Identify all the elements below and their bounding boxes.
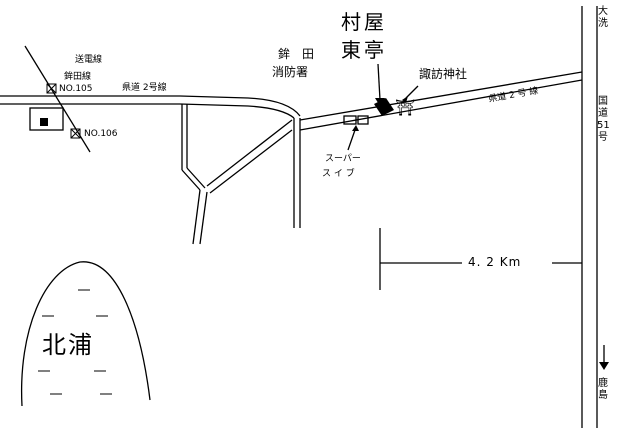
fork-road-c xyxy=(181,169,201,191)
restaurant-pointer-line xyxy=(377,63,381,101)
fork-road-e xyxy=(192,189,201,245)
building-window xyxy=(40,118,48,126)
building-left xyxy=(29,107,64,131)
shrine-label: 諏訪神社 xyxy=(419,67,468,81)
shrine-symbol-icon: ⛩ xyxy=(395,98,416,117)
pylon-106-label: NO.106 xyxy=(84,129,118,139)
power-line xyxy=(24,45,91,153)
road-right-top-edge xyxy=(299,71,583,121)
fork-road-d xyxy=(186,167,206,189)
supermarket-pointer-line xyxy=(347,129,356,151)
lake-label: 北浦 xyxy=(42,331,94,359)
distance-label: 4. 2 Km xyxy=(468,255,522,269)
supermarket-arrowhead xyxy=(352,125,359,131)
fire-station-building xyxy=(343,115,357,125)
route-51-label: 国道51号 xyxy=(597,96,610,143)
diagonal-road-lower-edge xyxy=(209,129,293,194)
destination-oarai: 大洗 xyxy=(598,6,608,29)
kashima-arrow-icon xyxy=(599,362,609,370)
road-curve-top-edge xyxy=(179,95,301,117)
lake-outline xyxy=(20,261,151,407)
road-right-bottom-edge xyxy=(299,79,583,131)
fork-road-f xyxy=(199,191,208,245)
supermarket-label-line1: スーパー xyxy=(325,154,361,164)
shrine-arrowhead xyxy=(402,96,408,103)
restaurant-name-line1: 村屋 xyxy=(341,10,387,34)
fire-station-label-line1: 鉾 田 xyxy=(278,47,315,61)
diagonal-road-upper-edge xyxy=(206,119,293,187)
fire-station-label-line2: 消防署 xyxy=(272,65,309,79)
road-curve-bottom-edge xyxy=(179,103,295,119)
restaurant-arrowhead xyxy=(375,98,385,106)
supermarket-building xyxy=(357,115,369,125)
prefectural-road-left-label: 県道 2号線 xyxy=(122,83,167,93)
pylon-106-icon xyxy=(70,128,81,139)
pylon-105-icon xyxy=(46,83,57,94)
restaurant-name-line2: 東亭 xyxy=(341,38,387,62)
power-line-label: 送電線 xyxy=(75,55,103,65)
supermarket-label-line2: ス イ ブ xyxy=(322,169,355,179)
pylon-105-label: NO.105 xyxy=(59,84,93,94)
power-line-name: 鉾田線 xyxy=(64,72,92,82)
destination-kashima: 鹿島 xyxy=(598,378,608,401)
